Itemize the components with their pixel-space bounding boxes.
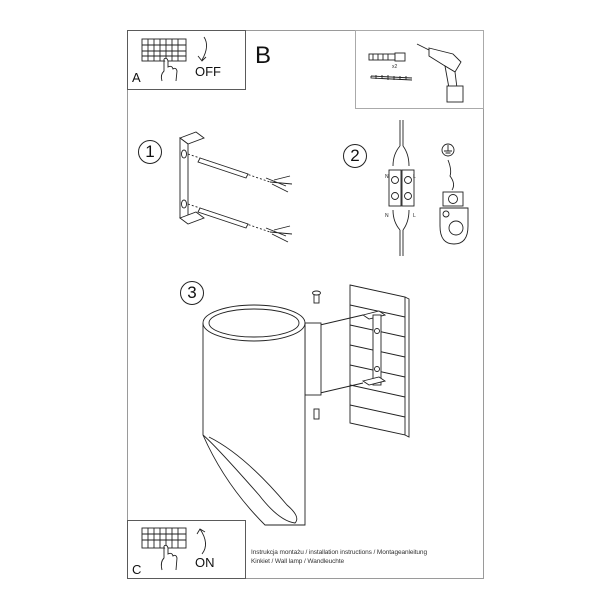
breaker-panel-icon	[141, 527, 187, 571]
quantity-label: x2	[392, 64, 398, 70]
footer-caption: Instrukcja montażu / installation instru…	[251, 548, 427, 566]
wall-lamp-assembly-illustration	[202, 284, 410, 526]
panel-a-label: A	[132, 70, 141, 85]
footer-product: Kinkiet / Wall lamp / Wandleuchte	[251, 558, 345, 565]
panel-c-label: C	[132, 562, 142, 577]
step-2-marker: 2	[343, 144, 367, 168]
step-3-marker: 3	[180, 281, 204, 305]
breaker-panel-icon	[141, 38, 187, 82]
live-label-bottom: L	[413, 213, 416, 219]
screw-icon	[370, 75, 413, 81]
neutral-label-top: N	[385, 174, 389, 180]
instruction-sheet	[127, 30, 484, 579]
terminal-block-illustration	[388, 120, 415, 256]
power-off-label: OFF	[195, 64, 221, 79]
drill-icon	[416, 43, 464, 103]
arrow-up-icon	[196, 528, 206, 555]
mounting-bracket-illustration	[179, 131, 293, 243]
arrow-down-icon	[197, 36, 207, 62]
wall-plug-icon	[368, 52, 406, 62]
ground-terminal-illustration	[439, 143, 469, 245]
power-on-label: ON	[195, 555, 215, 570]
step-1-marker: 1	[138, 140, 162, 164]
panel-b-label: B	[255, 42, 272, 69]
panel-c-power-on	[127, 520, 246, 579]
live-label-top: L	[413, 174, 416, 180]
neutral-label-bottom: N	[385, 213, 389, 219]
panel-a-power-off	[127, 30, 246, 90]
footer-title: Instrukcja montażu / installation instru…	[251, 549, 427, 556]
